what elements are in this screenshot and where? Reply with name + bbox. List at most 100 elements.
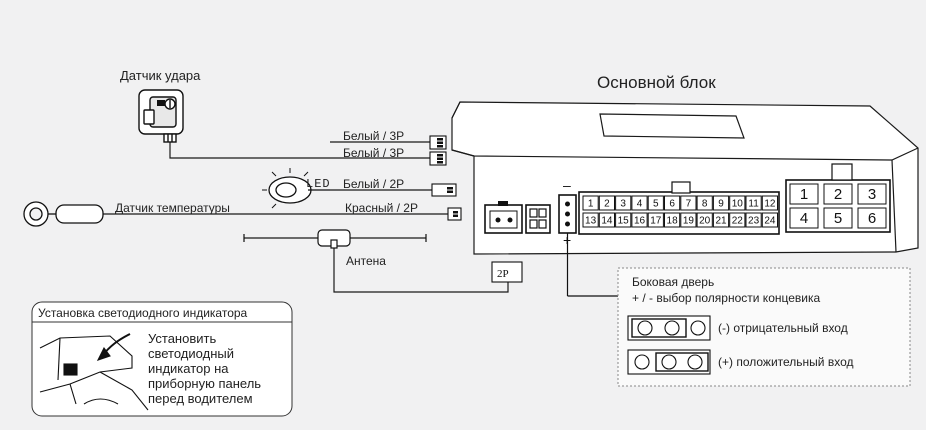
dashboard-sketch (39, 333, 149, 411)
pin-6-label: 6 (669, 199, 675, 210)
led-install-line-1: Установить (148, 331, 217, 346)
two-pin-port (484, 201, 523, 234)
pin-9-label: 9 (718, 199, 724, 210)
wire-label-1: Белый / 3P (343, 129, 405, 143)
pin-3-label: 3 (620, 199, 626, 210)
led-label: LED (306, 177, 331, 191)
power-pin-5-box (823, 207, 853, 229)
pin-22-box (729, 212, 746, 228)
pin-2-label: 2 (604, 199, 610, 210)
harness-wires (103, 141, 509, 293)
polarity-jumper-port (558, 194, 618, 297)
negative-input-label: (-) отрицательный вход (718, 321, 848, 335)
pin-13-label: 13 (585, 216, 597, 227)
wire-label-4: Красный / 2P (345, 201, 418, 215)
pin-23-label: 23 (748, 216, 760, 227)
pin-20-label: 20 (699, 216, 711, 227)
pin-11-label: 11 (748, 199, 759, 210)
wire-label-3: Белый / 2P (343, 177, 405, 191)
pin-12-box (761, 195, 778, 211)
antenna-icon (243, 229, 427, 249)
power-pin-4-label: 4 (800, 210, 808, 227)
power-pin-3-label: 3 (868, 186, 876, 203)
four-pin-port (525, 204, 551, 234)
power-pin-1-label: 1 (800, 186, 808, 203)
shock-sensor-label: Датчик удара (120, 68, 201, 83)
side-door-box (617, 267, 911, 387)
pin-5-label: 5 (653, 199, 659, 210)
pin-18-box (664, 212, 681, 228)
led-install-title: Установка светодиодного индикатора (38, 306, 248, 320)
pin-23-box (745, 212, 762, 228)
pin-24-label: 24 (764, 216, 776, 227)
power-6pin-connector: 1 2 3 4 5 6 (785, 163, 891, 233)
power-pin-grid: 1 2 3 4 5 6 (789, 183, 887, 229)
pin-7-box (680, 195, 697, 211)
antenna-connector-label: 2P (497, 268, 509, 280)
pin-14-box (598, 212, 615, 228)
pin-5-box (647, 195, 664, 211)
pin-24-box (761, 212, 778, 228)
pin-1-box (582, 195, 599, 211)
pin-16-box (631, 212, 648, 228)
antenna-label: Антена (346, 254, 386, 268)
power-pin-5-label: 5 (834, 210, 842, 227)
pin-12-label: 12 (764, 199, 776, 210)
pin-2-box (598, 195, 615, 211)
led-install-line-2: светодиодный (148, 346, 234, 361)
pin-13-box (582, 212, 599, 228)
power-pin-4-box (789, 207, 819, 229)
pin-20-box (696, 212, 713, 228)
temperature-sensor-icon (23, 201, 104, 227)
pin-4-label: 4 (637, 199, 643, 210)
connector-3p-2 (429, 151, 447, 166)
antenna-connector: 2P (491, 261, 523, 283)
pin-10-label: 10 (732, 199, 744, 210)
pin-1-label: 1 (588, 199, 594, 210)
pin-14-label: 14 (601, 216, 613, 227)
pin-11-box (745, 195, 762, 211)
pin-3-box (615, 195, 632, 211)
pin-18-label: 18 (667, 216, 679, 227)
positive-input-label: (+) положительный вход (718, 355, 854, 369)
power-pin-6-label: 6 (868, 210, 876, 227)
pin-9-box (712, 195, 730, 211)
pin-21-box (712, 212, 730, 228)
pin-17-label: 17 (650, 216, 662, 227)
pin-17-box (647, 212, 664, 228)
side-door-title: Боковая дверь (632, 275, 715, 289)
minus-sign: – (563, 177, 571, 193)
led-install-line-4: приборную панель (148, 376, 262, 391)
connector-2p-temp (447, 207, 462, 221)
wire-label-2: Белый / 3P (343, 146, 405, 160)
pin-10-box (729, 195, 746, 211)
main-unit-title: Основной блок (597, 73, 716, 92)
led-icon (262, 168, 330, 209)
pin-15-box (615, 212, 632, 228)
pin-22-label: 22 (732, 216, 744, 227)
power-pin-2-label: 2 (834, 186, 842, 203)
pin-4-box (631, 195, 648, 211)
power-pin-6-box (857, 207, 887, 229)
power-pin-3-box (857, 183, 887, 205)
led-install-line-5: перед водителем (148, 391, 253, 406)
shock-sensor-icon (138, 89, 184, 143)
pin-19-label: 19 (683, 216, 695, 227)
connector-2p-led (431, 183, 457, 197)
connector-3p-1 (429, 135, 447, 150)
pin-19-box (680, 212, 697, 228)
led-install-line-3: индикатор на (148, 361, 229, 376)
pin-8-box (696, 195, 713, 211)
pin-7-label: 7 (686, 199, 692, 210)
pin-16-label: 16 (634, 216, 646, 227)
pin-21-label: 21 (715, 216, 727, 227)
power-pin-2-box (823, 183, 853, 205)
power-pin-1-box (789, 183, 819, 205)
pin-6-box (664, 195, 681, 211)
plus-sign: + (563, 232, 571, 248)
temperature-sensor-label: Датчик температуры (115, 201, 230, 215)
